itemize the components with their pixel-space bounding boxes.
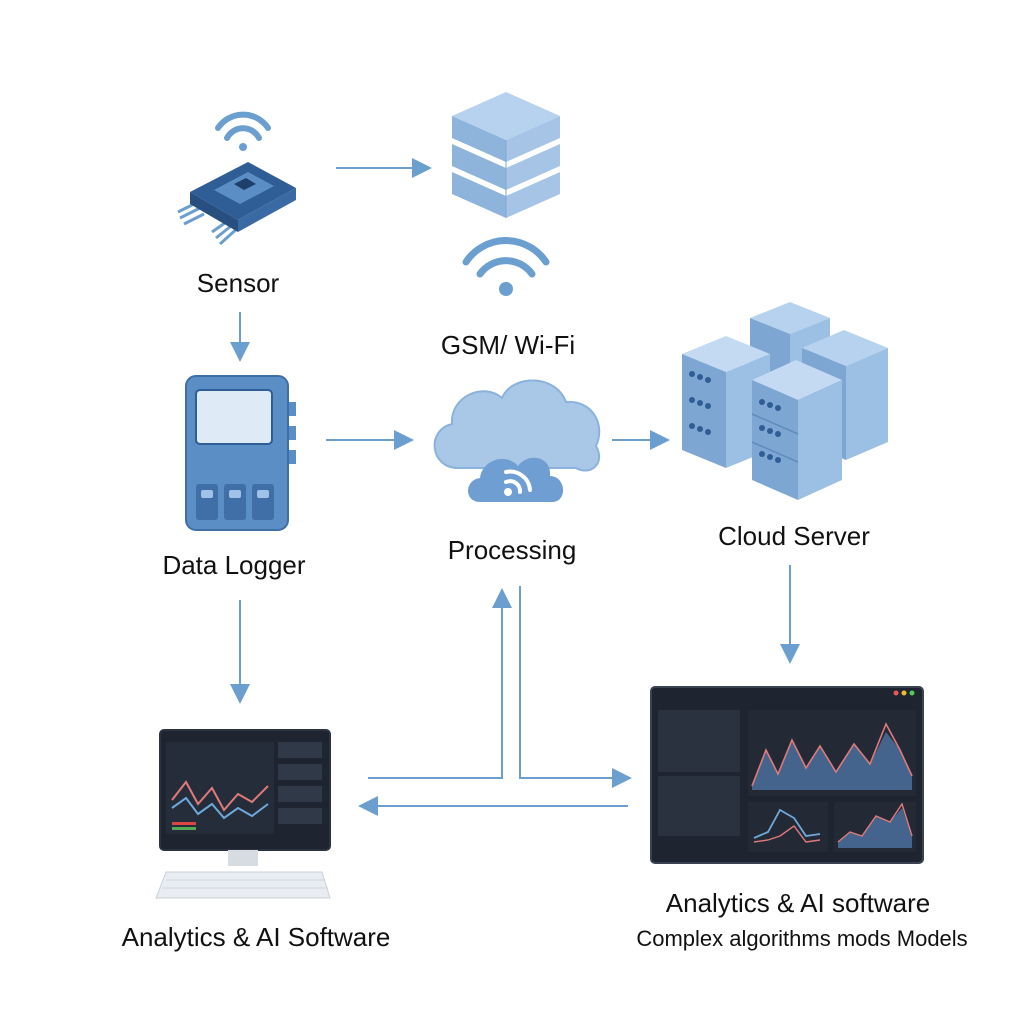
arrow-left-up-to-processing (368, 588, 512, 779)
analytics-right-title: Analytics & AI software (665, 888, 931, 918)
data-logger-device-icon (185, 375, 296, 531)
cloud-server-rack-icon (682, 302, 888, 500)
data-logger-label: Data Logger (162, 550, 306, 580)
analytics-right-subtitle: Complex algorithms mods Models (636, 926, 968, 951)
analytics-workstation-icon (155, 729, 331, 899)
sensor-label: Sensor (196, 268, 280, 298)
sensor-chip-icon (177, 111, 296, 246)
gsm-wifi-label: GSM/ Wi-Fi (440, 330, 576, 360)
processing-cloud-icon (433, 379, 601, 502)
cloud-server-label: Cloud Server (718, 521, 870, 551)
gsm-wifi-stack-icon (452, 92, 560, 296)
analytics-dashboard-icon (650, 686, 924, 864)
arrow-processing-to-right (519, 586, 632, 788)
processing-label: Processing (447, 535, 577, 565)
analytics-left-label: Analytics & AI Software (121, 922, 391, 952)
